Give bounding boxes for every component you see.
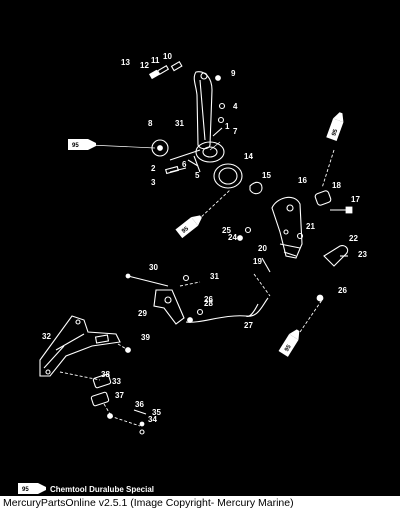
lube-tag-middle-label: 95	[181, 226, 190, 235]
lube-tag-upper-right-label: 95	[331, 128, 339, 137]
throttle-cable	[185, 297, 269, 323]
cable-leaders	[179, 273, 323, 333]
lever-hub	[151, 139, 225, 175]
callout-37: 37	[115, 391, 124, 400]
callout-39: 39	[141, 333, 150, 342]
callout-2: 2	[151, 164, 156, 173]
callout-15: 15	[262, 171, 271, 180]
link-rod	[125, 273, 190, 287]
callout-38: 38	[101, 370, 110, 379]
callout-36: 36	[135, 400, 144, 409]
callout-34: 34	[148, 415, 157, 424]
callout-14: 14	[244, 152, 253, 161]
callout-28: 28	[204, 299, 213, 308]
lower-bracket	[39, 315, 121, 377]
upper-leaders	[89, 141, 335, 221]
callout-27: 27	[244, 321, 253, 330]
callout-16: 16	[298, 176, 307, 185]
callout-17: 17	[351, 195, 360, 204]
lube-tag-left: 95	[68, 139, 96, 150]
callout-23: 23	[358, 250, 367, 259]
lever-hardware-top	[148, 61, 226, 137]
parts-diagram: 95 95 95 95 1 2 3 4 5 6 7 8 9 10 11 12 1…	[18, 52, 368, 494]
callout-5: 5	[195, 171, 200, 180]
callout-6: 6	[182, 160, 187, 169]
lube-legend: 95 Chemtool Duralube Special	[18, 483, 154, 494]
callout-8: 8	[148, 119, 153, 128]
callout-10: 10	[163, 52, 172, 61]
lower-leaders	[59, 343, 141, 427]
callout-4: 4	[233, 102, 238, 111]
callout-31: 31	[175, 119, 184, 128]
callout-21: 21	[306, 222, 315, 231]
callout-33: 33	[112, 377, 121, 386]
callout-7: 7	[233, 127, 238, 136]
bracket-hardware	[237, 190, 353, 302]
callout-30: 30	[149, 263, 158, 272]
legend-code: 95	[22, 487, 29, 493]
callout-19: 19	[253, 257, 262, 266]
callout-11: 11	[151, 56, 160, 65]
callout-35: 35	[152, 408, 161, 417]
callout-12: 12	[140, 61, 149, 70]
callout-29: 29	[138, 309, 147, 318]
callout-1: 1	[225, 122, 230, 131]
lube-tag-lower-right: 95	[278, 329, 300, 357]
control-lever	[193, 71, 213, 150]
mounting-bracket	[271, 196, 303, 259]
callout-26: 26	[338, 286, 347, 295]
legend-text: Chemtool Duralube Special	[50, 485, 154, 494]
callout-25: 25	[222, 226, 231, 235]
lube-tag-lower-right-label: 95	[284, 344, 293, 353]
callout-3: 3	[151, 178, 156, 187]
throttle-arm	[323, 245, 349, 267]
image-caption: MercuryPartsOnline v2.5.1 (Image Copyrig…	[0, 496, 400, 510]
callout-labels: 1 2 3 4 5 6 7 8 9 10 11 12 13 14 15 16 1…	[42, 52, 367, 424]
lube-tag-left-label: 95	[72, 143, 79, 149]
callout-9: 9	[231, 69, 236, 78]
callout-22: 22	[349, 234, 358, 243]
callout-24: 24	[228, 233, 237, 242]
lube-tag-upper-right: 95	[326, 112, 344, 141]
callout-18: 18	[332, 181, 341, 190]
callout-13: 13	[121, 58, 130, 67]
callout-26-lower: 26	[204, 295, 213, 304]
callout-20: 20	[258, 244, 267, 253]
callout-32: 32	[42, 332, 51, 341]
callout-31-lower: 31	[210, 272, 219, 281]
spring-ring	[213, 163, 263, 195]
throttle-lever	[153, 289, 204, 325]
lube-tag-middle: 95	[175, 215, 202, 239]
